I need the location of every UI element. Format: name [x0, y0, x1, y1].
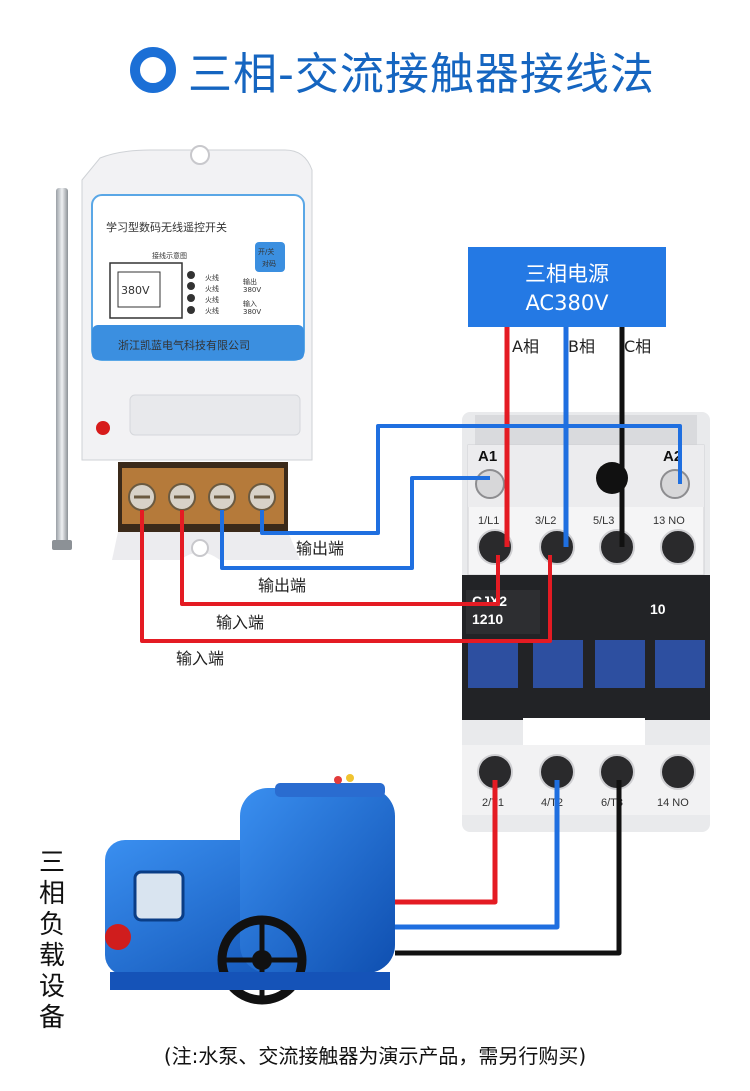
model-line1: CJX2 [472, 593, 507, 609]
wires [140, 327, 682, 956]
footnote: (注:水泵、交流接触器为演示产品，需另行购买) [163, 1044, 587, 1068]
wire-load-t3 [395, 780, 622, 956]
antenna [56, 188, 68, 548]
wire-input-2 [140, 510, 552, 643]
svg-text:火线: 火线 [205, 284, 219, 293]
top-terminal-label: 1/L1 [478, 515, 499, 527]
svg-text:火线: 火线 [205, 306, 219, 315]
top-terminal-label: 3/L2 [535, 515, 556, 527]
svg-text:对码: 对码 [262, 259, 276, 268]
svg-text:火线: 火线 [205, 295, 219, 304]
wire-output-1 [260, 424, 682, 535]
top-terminal-label: 13 NO [653, 515, 685, 527]
input-terminal-label: 输入端 [216, 613, 264, 632]
svg-text:380V: 380V [243, 308, 261, 316]
three-phase-load-device [105, 774, 395, 1005]
load-device-label: 三相负载设备 [38, 848, 65, 1033]
terminal-screw [599, 529, 635, 565]
wire-input-1 [180, 510, 500, 606]
power-source-title: 三相电源 [525, 262, 609, 286]
svg-text:输出: 输出 [243, 277, 257, 286]
coil-terminal-a2 [660, 469, 690, 499]
wire-load-t2 [395, 780, 560, 930]
switch-title: 学习型数码无线遥控开关 [106, 220, 227, 234]
phase-c-label: C相 [624, 337, 651, 356]
svg-text:接线示意图: 接线示意图 [152, 251, 187, 260]
svg-text:输入: 输入 [243, 299, 257, 308]
input-terminal-label: 输入端 [176, 649, 224, 668]
terminal-screw [660, 754, 696, 790]
output-terminal-label: 输出端 [296, 539, 344, 558]
ac-contactor: A1 A2 1/L1 3/L2 5/L3 13 NO CJX2 1210 10 [462, 412, 710, 832]
wireless-remote-switch: 学习型数码无线遥控开关 接线示意图 380V 火线 火线 火线 火线 输出 38… [52, 145, 313, 560]
wire-output-2 [220, 476, 490, 570]
indicator-led [96, 421, 110, 435]
coil-a1-label: A1 [478, 448, 497, 465]
page-title: 三相-交流接触器接线法 [130, 40, 655, 100]
phase-b-label: B相 [568, 337, 595, 356]
svg-text:380V: 380V [121, 284, 150, 297]
aux-number: 10 [650, 601, 666, 617]
company-name: 浙江凯蓝电气科技有限公司 [118, 338, 250, 352]
power-source: 三相电源 AC380V [468, 247, 666, 327]
output-terminal-label: 输出端 [258, 576, 306, 595]
svg-text:开/关: 开/关 [258, 247, 274, 256]
page-title-text: 三相-交流接触器接线法 [188, 49, 655, 100]
terminal-screw [660, 529, 696, 565]
bottom-terminal-label: 14 NO [657, 797, 689, 809]
model-line2: 1210 [472, 611, 503, 627]
wire-load-t1 [395, 780, 498, 905]
terminal-screw [539, 529, 575, 565]
power-source-voltage: AC380V [525, 291, 609, 315]
top-terminal-label: 5/L3 [593, 515, 614, 527]
bottom-terminal-label: 4/T2 [541, 797, 563, 809]
svg-text:380V: 380V [243, 286, 261, 294]
coil-a2-label: A2 [663, 448, 682, 465]
circle-bullet-icon [130, 47, 176, 93]
svg-text:火线: 火线 [205, 273, 219, 282]
terminal-screw [477, 529, 513, 565]
coil-terminal-a1 [475, 469, 505, 499]
phase-a-label: A相 [512, 337, 539, 356]
power-source-box [468, 247, 666, 327]
